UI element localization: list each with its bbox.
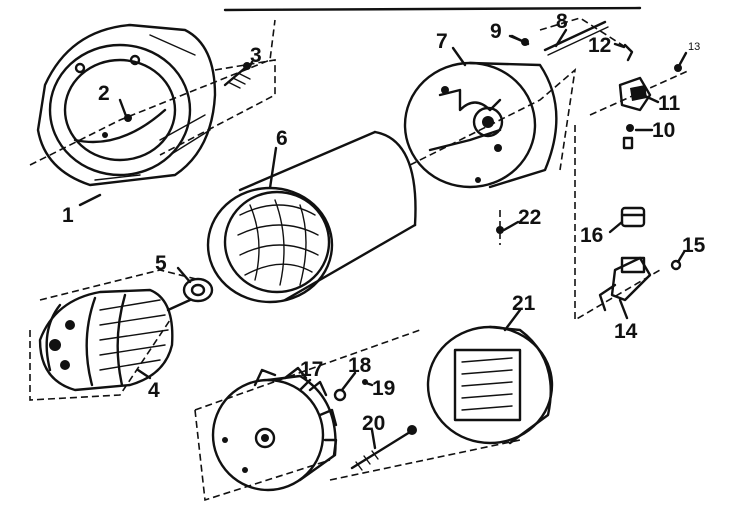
part-18-washer — [333, 388, 347, 402]
part-21-end-cover — [426, 325, 554, 445]
callout-12: 12 — [588, 34, 611, 57]
part-13-nut — [674, 64, 682, 72]
part-1-end-bell — [36, 23, 217, 187]
part-10-fastener — [622, 124, 634, 150]
leader-lines — [78, 28, 688, 450]
part-11-switch-block — [618, 76, 652, 112]
callout-6: 6 — [276, 127, 288, 150]
part-16-capacitor — [620, 206, 646, 228]
callout-7: 7 — [436, 30, 448, 53]
callout-8: 8 — [556, 10, 568, 33]
part-15-screw — [670, 259, 682, 271]
callout-14: 14 — [614, 320, 638, 343]
part-5-bearing — [182, 277, 214, 303]
callout-11: 11 — [658, 92, 681, 115]
part-14-bracket — [598, 256, 652, 312]
part-6-stator-shell — [206, 130, 417, 304]
callout-16: 16 — [580, 224, 603, 247]
part-12-clip — [623, 43, 634, 62]
callout-21: 21 — [512, 292, 536, 315]
assembly-guide-lines — [29, 17, 691, 502]
callout-15: 15 — [682, 234, 706, 257]
callout-labels: 1 2 3 4 5 6 7 8 9 10 11 12 13 14 15 16 1… — [62, 10, 706, 435]
part-3-screw — [223, 62, 251, 89]
part-17-fan — [211, 366, 338, 492]
callout-2: 2 — [98, 82, 110, 105]
part-7-front-end-bell — [403, 61, 558, 189]
callout-3: 3 — [250, 44, 262, 67]
callout-10: 10 — [652, 119, 675, 142]
part-8-rod — [543, 20, 609, 56]
part-20-through-bolt — [350, 425, 417, 471]
callout-9: 9 — [490, 20, 502, 43]
callout-17: 17 — [300, 358, 323, 381]
frame-top-line — [223, 6, 642, 12]
callout-18: 18 — [348, 354, 372, 377]
callout-5: 5 — [155, 252, 167, 275]
callout-22: 22 — [518, 206, 541, 229]
callout-4: 4 — [148, 379, 160, 402]
callout-20: 20 — [362, 412, 385, 435]
callout-19: 19 — [372, 377, 395, 400]
part-4-armature — [38, 288, 192, 392]
callout-13: 13 — [688, 41, 700, 53]
part-22-screw — [496, 226, 504, 234]
callout-1: 1 — [62, 204, 74, 227]
